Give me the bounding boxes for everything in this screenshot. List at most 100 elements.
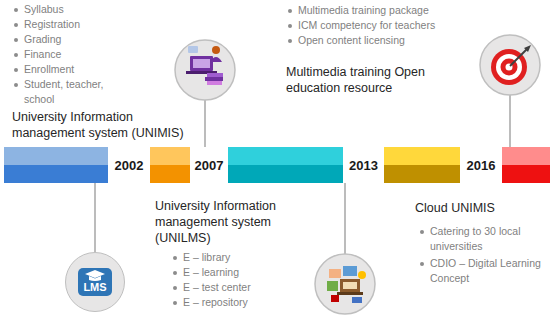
- cap-base: [89, 276, 101, 281]
- bullet-dot: [14, 83, 18, 87]
- person-body: [210, 57, 222, 62]
- laptop-screen: [340, 279, 360, 292]
- bullet-text: Syllabus: [24, 2, 124, 17]
- media-tile: [331, 295, 339, 302]
- bar-segment: [502, 147, 550, 165]
- leader-line: [204, 100, 206, 147]
- heading-text: Cloud UNIMIS: [415, 200, 545, 216]
- bar-segment: [228, 165, 343, 183]
- bar-segment: [502, 165, 550, 183]
- laptop-display: [193, 59, 210, 68]
- year-label: 2002: [115, 158, 144, 173]
- bullet-text: E – repository: [183, 295, 303, 310]
- bullet-text: Enrollment: [24, 62, 124, 77]
- bullet-text: Multimedia training package: [298, 3, 483, 18]
- icon-circle: LMS: [65, 252, 125, 312]
- heading-text: University Information management system…: [12, 109, 190, 141]
- bullet-dot: [420, 230, 424, 234]
- bullet-text: E – test center: [183, 280, 303, 295]
- heading-text: Cloud UNIMIS: [415, 200, 545, 216]
- lms-badge: LMS: [78, 268, 111, 296]
- leader-line: [94, 183, 96, 252]
- bullet-text: Open content licensing: [298, 33, 483, 48]
- bullet-dot: [14, 53, 18, 57]
- multimedia-icon: [315, 254, 375, 314]
- book: [205, 77, 223, 81]
- bullet-item: E – test center: [183, 280, 303, 295]
- bullet-dot: [173, 301, 177, 305]
- bullet-text: Finance: [24, 47, 124, 62]
- bar-segment: [150, 147, 190, 165]
- bar-segment: [228, 147, 343, 165]
- icon-circle: [315, 254, 375, 314]
- year-label: 2016: [467, 158, 496, 173]
- media-tile: [358, 271, 366, 279]
- bullet-item: Registration: [24, 17, 124, 32]
- year-band: 2013: [343, 147, 384, 183]
- media-tile: [343, 266, 357, 276]
- bar-segment: [384, 147, 460, 165]
- bullet-text: Registration: [24, 17, 124, 32]
- cap-top: [85, 270, 105, 278]
- bar-segment: [150, 165, 190, 183]
- laptop-screen: [190, 56, 213, 71]
- bullet-dot: [288, 39, 292, 43]
- bullet-item: E – repository: [183, 295, 303, 310]
- year-label: 2007: [195, 158, 224, 173]
- bullet-text: E – learning: [183, 265, 303, 280]
- bullet-item: ICM competency for teachers: [298, 18, 483, 33]
- heading-text: University Information management system…: [155, 198, 295, 246]
- bullet-dot: [173, 271, 177, 275]
- bar-segment: [384, 165, 460, 183]
- media-tile: [329, 269, 341, 278]
- bullet-dot: [173, 256, 177, 260]
- bar-segment: [4, 165, 108, 183]
- heading-text: University Information management system…: [155, 198, 295, 246]
- bullet-item: Catering to 30 local universities: [430, 224, 545, 254]
- bullet-item: Syllabus: [24, 2, 124, 17]
- bullet-dot: [14, 23, 18, 27]
- bullet-text: E – library: [183, 250, 303, 265]
- book: [207, 81, 222, 85]
- leader-line: [509, 95, 511, 147]
- dart-shaft: [510, 49, 527, 66]
- year-band: 2016: [460, 147, 502, 183]
- bullet-item: Enrollment: [24, 62, 124, 77]
- bullet-item: CDIO – Digital Learning Concept: [430, 256, 545, 286]
- bullet-item: E – library: [183, 250, 303, 265]
- bullet-dot: [14, 38, 18, 42]
- graduation-cap: [84, 270, 106, 281]
- dart-fletching: [524, 45, 531, 52]
- bullet-item: Open content licensing: [298, 33, 483, 48]
- bullet-dot: [14, 68, 18, 72]
- timeline-bar: [4, 147, 550, 183]
- target-ring: [491, 49, 527, 85]
- bullet-dot: [14, 8, 18, 12]
- target-icon: [480, 35, 540, 95]
- heading-text: University Information management system…: [12, 109, 190, 141]
- education-icon: [175, 40, 235, 100]
- heading-text: Multimedia training Open education resou…: [286, 64, 436, 96]
- bullet-dot: [420, 262, 424, 266]
- laptop-base: [337, 292, 363, 295]
- bullet-text: ICM competency for teachers: [298, 18, 483, 33]
- bullet-text: Grading: [24, 32, 124, 47]
- heading-text: Multimedia training Open education resou…: [286, 64, 436, 96]
- year-band: 2002: [108, 147, 150, 183]
- book: [207, 73, 223, 77]
- icon-label: LMS: [83, 281, 106, 293]
- bullet-dot: [288, 9, 292, 13]
- icon-circle: [480, 35, 540, 95]
- bullet-item: Finance: [24, 47, 124, 62]
- speech-bubble: [188, 46, 198, 53]
- laptop-display: [343, 282, 357, 289]
- bar-segment: [4, 147, 108, 165]
- bullet-text: Student, teacher, school: [24, 77, 116, 107]
- year-band: 2007: [190, 147, 228, 183]
- bullet-item: Grading: [24, 32, 124, 47]
- media-tile: [327, 281, 338, 291]
- media-tile: [352, 297, 362, 303]
- leader-line: [344, 183, 346, 254]
- bullet-text: CDIO – Digital Learning Concept: [430, 256, 545, 286]
